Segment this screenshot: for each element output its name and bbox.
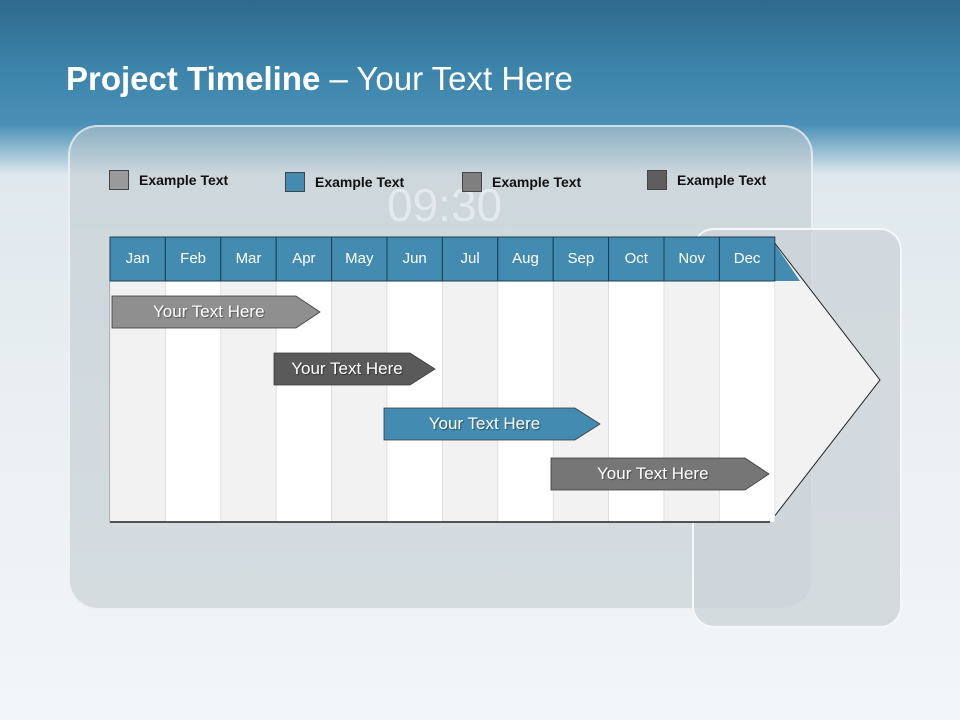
month-column [497,280,554,523]
legend-item: Example Text [462,172,581,192]
legend-item: Example Text [109,170,228,190]
slide-title: Project Timeline – Your Text Here [66,60,573,98]
task-bar [273,352,436,386]
legend-swatch [647,170,667,190]
legend-swatch [462,172,482,192]
month-header-cell [331,236,388,282]
month-header-cell [109,236,166,282]
task-label: Your Text Here [291,359,403,378]
task-label: Your Text Here [428,414,541,433]
month-header-cell [552,236,610,282]
month-header-cell [663,236,720,282]
month-label: Sep [567,250,595,267]
task-bar [383,407,601,441]
task-label: Your Text Here [597,464,709,483]
month-label: Jun [402,250,427,267]
month-label: May [345,250,374,267]
month-header-cell [718,236,776,282]
header-arrow-tip [770,237,800,281]
background-clock: 09:30 [387,179,503,231]
legend-label: Example Text [677,172,767,188]
month-header-cell [220,236,277,282]
legend-label: Example Text [315,174,405,190]
task-bar [111,295,321,329]
month-header-cell [275,236,333,282]
month-header-cell [164,236,222,282]
month-column [442,280,499,523]
title-rest: – Your Text Here [320,60,573,97]
month-label: Dec [733,250,761,267]
legend-item: Example Text [647,170,766,190]
task-bar [550,457,770,491]
month-column [386,280,443,523]
month-label: Nov [678,250,706,267]
legend-swatch [285,172,305,192]
legend-label: Example Text [492,174,582,190]
legend-label: Example Text [139,172,229,188]
month-label: Jul [460,250,480,267]
month-label: Feb [180,250,207,267]
month-header-cell [386,236,443,282]
month-label: Oct [624,250,648,267]
month-label: Aug [512,250,539,267]
month-header-cell [441,236,499,282]
month-header-cell [497,236,554,282]
legend-swatch [109,170,129,190]
task-label: Your Text Here [153,302,265,321]
month-label: Jan [125,250,150,267]
legend-item: Example Text [285,172,404,192]
month-label: Mar [235,250,262,267]
title-bold: Project Timeline [66,60,321,97]
month-column [331,280,388,523]
month-label: Apr [292,250,316,267]
